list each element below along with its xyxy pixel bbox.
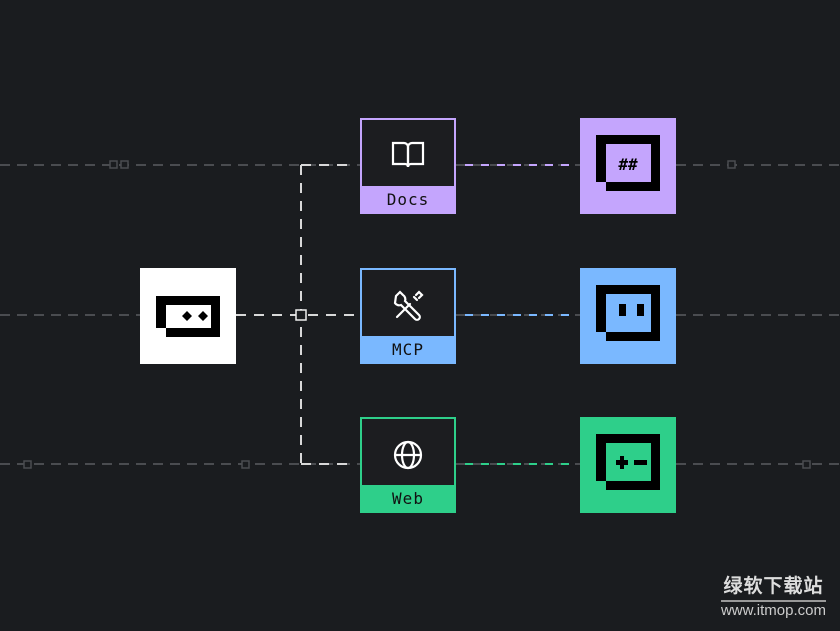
junction-node [295, 309, 307, 321]
tools-icon [393, 290, 424, 321]
tool-label: MCP [362, 336, 454, 362]
tool-web[interactable]: Web [360, 417, 456, 513]
tool-docs[interactable]: Docs [360, 118, 456, 214]
pause-bot-icon [596, 285, 660, 341]
agent-node[interactable] [140, 268, 236, 364]
tool-mcp[interactable]: MCP [360, 268, 456, 364]
tool-label: Docs [362, 186, 454, 212]
plus-minus-bot-icon [596, 434, 660, 490]
agent-bot-icon [156, 296, 220, 337]
watermark: 绿软下载站 www.itmop.com [720, 571, 826, 619]
watermark-url: www.itmop.com [720, 602, 826, 619]
watermark-title: 绿软下载站 [720, 571, 826, 602]
hash-bot-icon: ## [596, 135, 660, 191]
book-icon [391, 141, 425, 168]
output-web[interactable] [580, 417, 676, 513]
tool-label: Web [362, 485, 454, 511]
output-docs[interactable]: ## [580, 118, 676, 214]
svg-text:##: ## [618, 155, 638, 174]
globe-icon [393, 440, 423, 470]
output-mcp[interactable] [580, 268, 676, 364]
